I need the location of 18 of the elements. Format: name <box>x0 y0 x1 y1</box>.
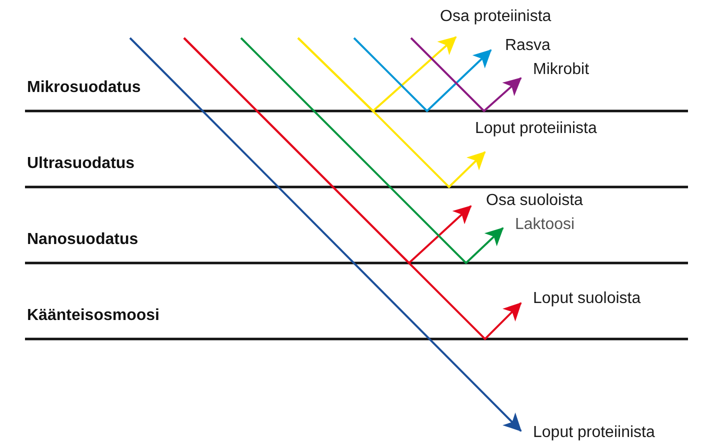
output-label: Laktoosi <box>515 216 575 234</box>
arrow <box>353 37 492 112</box>
arrow <box>183 37 522 340</box>
output-label: Osa suoloista <box>486 192 583 210</box>
output-label: Osa proteiinista <box>440 8 552 26</box>
output-label: Loput suoloista <box>533 290 641 308</box>
output-label: Mikrobit <box>533 61 590 79</box>
arrow <box>129 37 522 432</box>
membrane-label: Ultrasuodatus <box>27 155 135 173</box>
output-label: Loput proteiinista <box>533 424 655 442</box>
membrane-label: Käänteisosmoosi <box>27 307 160 325</box>
arrow <box>240 37 504 264</box>
output-label: Loput proteiinista <box>475 120 597 138</box>
arrow <box>297 37 486 188</box>
membrane-label: Mikrosuodatus <box>27 79 141 97</box>
output-label: Rasva <box>505 37 550 55</box>
arrow <box>410 37 522 112</box>
membrane-label: Nanosuodatus <box>27 231 138 249</box>
